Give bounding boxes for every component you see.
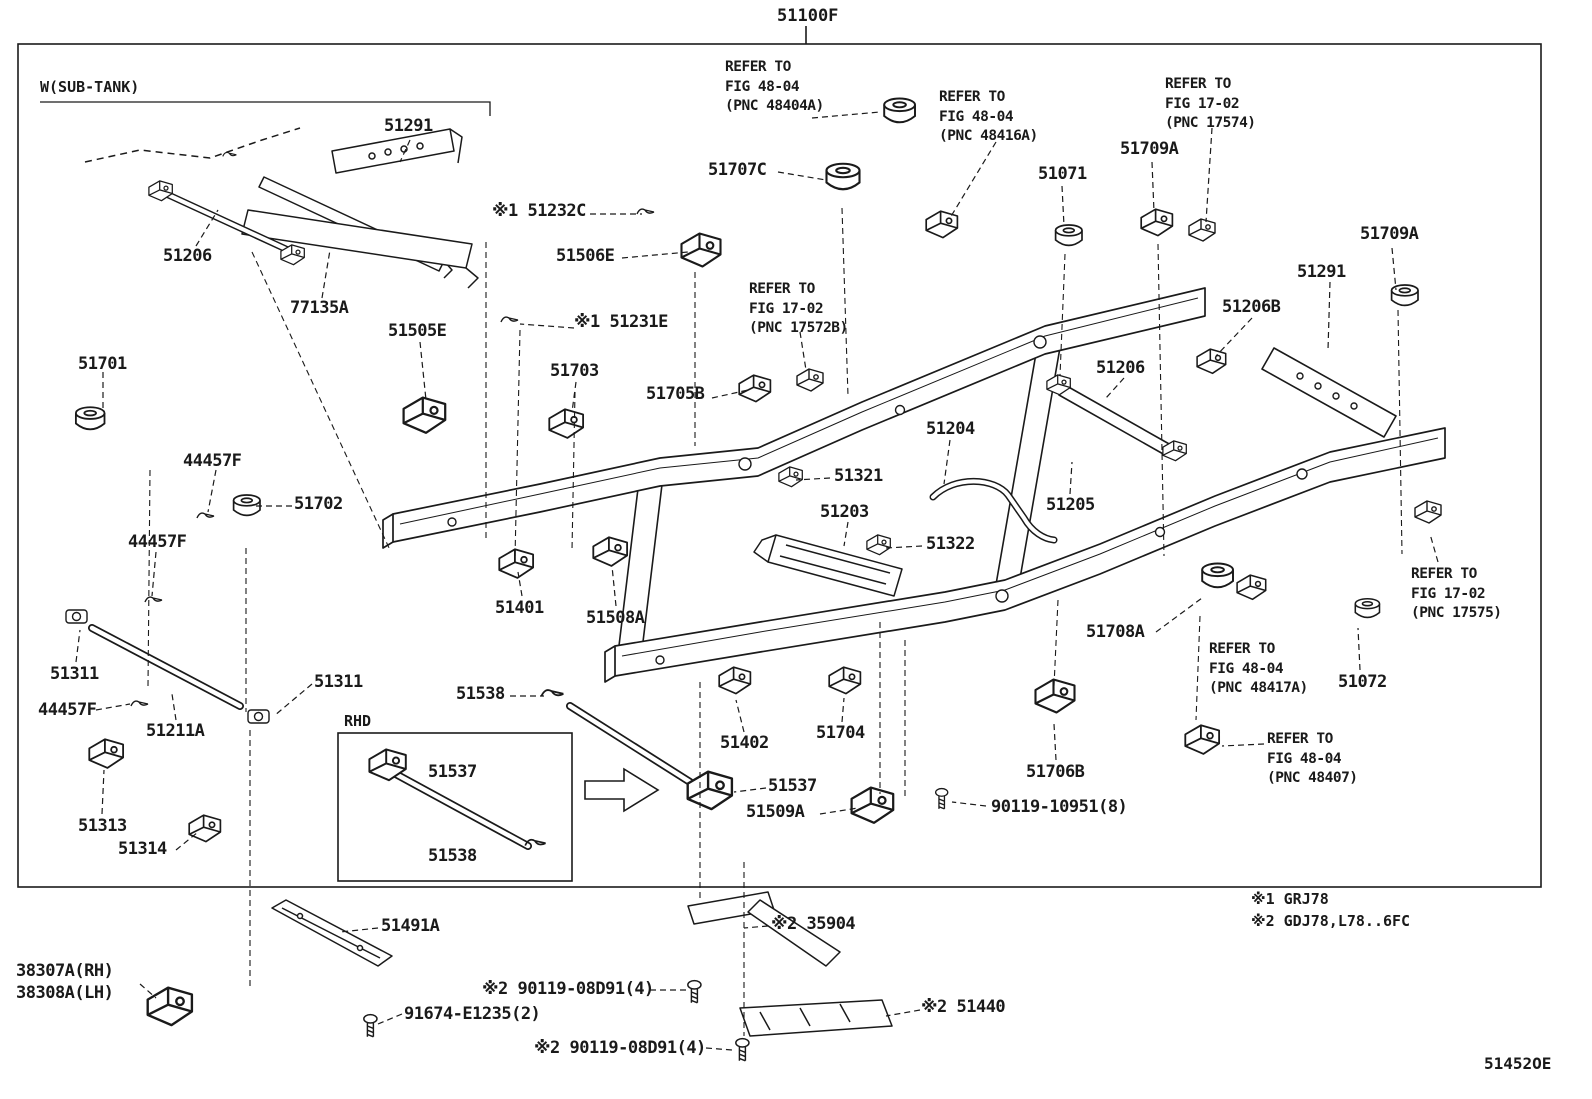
part-label-51706b: 51706B <box>1026 762 1085 782</box>
far-rail <box>392 287 1206 543</box>
footnote-2: ※2 GDJ78,L78..6FC <box>1251 912 1411 930</box>
part-label-51537: 51537 <box>428 762 477 782</box>
rail-holes <box>447 335 1358 665</box>
part-label-51505e: 51505E <box>388 321 447 341</box>
part-label-51538: 51538 <box>456 684 505 704</box>
subtank-bracket-line <box>40 101 491 116</box>
part-label-51314: 51314 <box>118 839 167 859</box>
sub-tank-section-label: W(SUB-TANK) <box>40 78 140 96</box>
part-label-2-90119-08d91-4: ※2 90119-08D91(4) <box>534 1038 706 1058</box>
part-label-91674-e1235-2: 91674-E1235(2) <box>404 1004 541 1024</box>
part-label-51709a: 51709A <box>1120 139 1179 159</box>
leader-lines <box>75 111 1439 1051</box>
part-label-77135a: 77135A <box>290 298 349 318</box>
part-label-51072: 51072 <box>1338 672 1387 692</box>
diagram-title-part-number: 51100F <box>777 6 839 26</box>
beam-51291-left <box>331 128 455 174</box>
part-label-51203: 51203 <box>820 502 869 522</box>
part-label-51708a: 51708A <box>1086 622 1145 642</box>
rods <box>88 188 1058 850</box>
part-label-2-51440: ※2 51440 <box>921 997 1006 1017</box>
part-label-51508a: 51508A <box>586 608 645 628</box>
part-label-51709a: 51709A <box>1360 224 1419 244</box>
diagram-borders <box>17 26 1542 888</box>
part-label-1-51232c: ※1 51232C <box>492 201 586 221</box>
part-label-51204: 51204 <box>926 419 975 439</box>
part-label-51701: 51701 <box>78 354 127 374</box>
part-label-51206: 51206 <box>1096 358 1145 378</box>
diagram-border <box>17 43 1542 888</box>
part-label-51206b: 51206B <box>1222 297 1281 317</box>
plate-51203 <box>767 534 903 597</box>
part-label-51205: 51205 <box>1046 495 1095 515</box>
part-label-51071: 51071 <box>1038 164 1087 184</box>
part-label-51705b: 51705B <box>646 384 705 404</box>
near-rail <box>614 427 1446 677</box>
part-label-51321: 51321 <box>834 466 883 486</box>
plates-and-braces <box>271 534 903 1037</box>
part-label-51402: 51402 <box>720 733 769 753</box>
part-label-1-51231e: ※1 51231E <box>574 312 668 332</box>
part-label-51538: 51538 <box>428 846 477 866</box>
part-label-2-35904: ※2 35904 <box>771 914 856 934</box>
part-label-51491a: 51491A <box>381 916 440 936</box>
direction-arrow <box>584 767 660 813</box>
part-label-51509a: 51509A <box>746 802 805 822</box>
subtank-assembly <box>84 127 479 289</box>
rhd-section-label: RHD <box>344 712 372 730</box>
rhd-inset-box <box>337 732 573 882</box>
part-label-51211a: 51211A <box>146 721 205 741</box>
part-label-51537: 51537 <box>768 776 817 796</box>
crossmember-35904-b <box>747 899 841 967</box>
drawing-code: 51452OE <box>1484 1054 1552 1073</box>
part-label-51704: 51704 <box>816 723 865 743</box>
part-label-51311: 51311 <box>50 664 99 684</box>
frame-rails <box>382 287 1446 683</box>
part-label-51206: 51206 <box>163 246 212 266</box>
part-label-38307a-rh: 38307A(RH) <box>16 961 114 981</box>
part-label-2-90119-08d91-4: ※2 90119-08D91(4) <box>482 979 654 999</box>
part-label-51291: 51291 <box>384 116 433 136</box>
part-label-44457f: 44457F <box>183 451 242 471</box>
part-label-51707c: 51707C <box>708 160 767 180</box>
part-label-51313: 51313 <box>78 816 127 836</box>
part-label-44457f: 44457F <box>38 700 97 720</box>
part-label-38308a-lh: 38308A(LH) <box>16 983 114 1003</box>
footnote-1: ※1 GRJ78 <box>1251 890 1329 908</box>
brace-51440 <box>739 999 893 1037</box>
part-label-51506e: 51506E <box>556 246 615 266</box>
part-label-90119-10951-8: 90119-10951(8) <box>991 797 1128 817</box>
part-label-51702: 51702 <box>294 494 343 514</box>
part-label-51322: 51322 <box>926 534 975 554</box>
part-label-51311: 51311 <box>314 672 363 692</box>
part-label-51291: 51291 <box>1297 262 1346 282</box>
part-label-44457f: 44457F <box>128 532 187 552</box>
part-label-51703: 51703 <box>550 361 599 381</box>
part-label-51401: 51401 <box>495 598 544 618</box>
